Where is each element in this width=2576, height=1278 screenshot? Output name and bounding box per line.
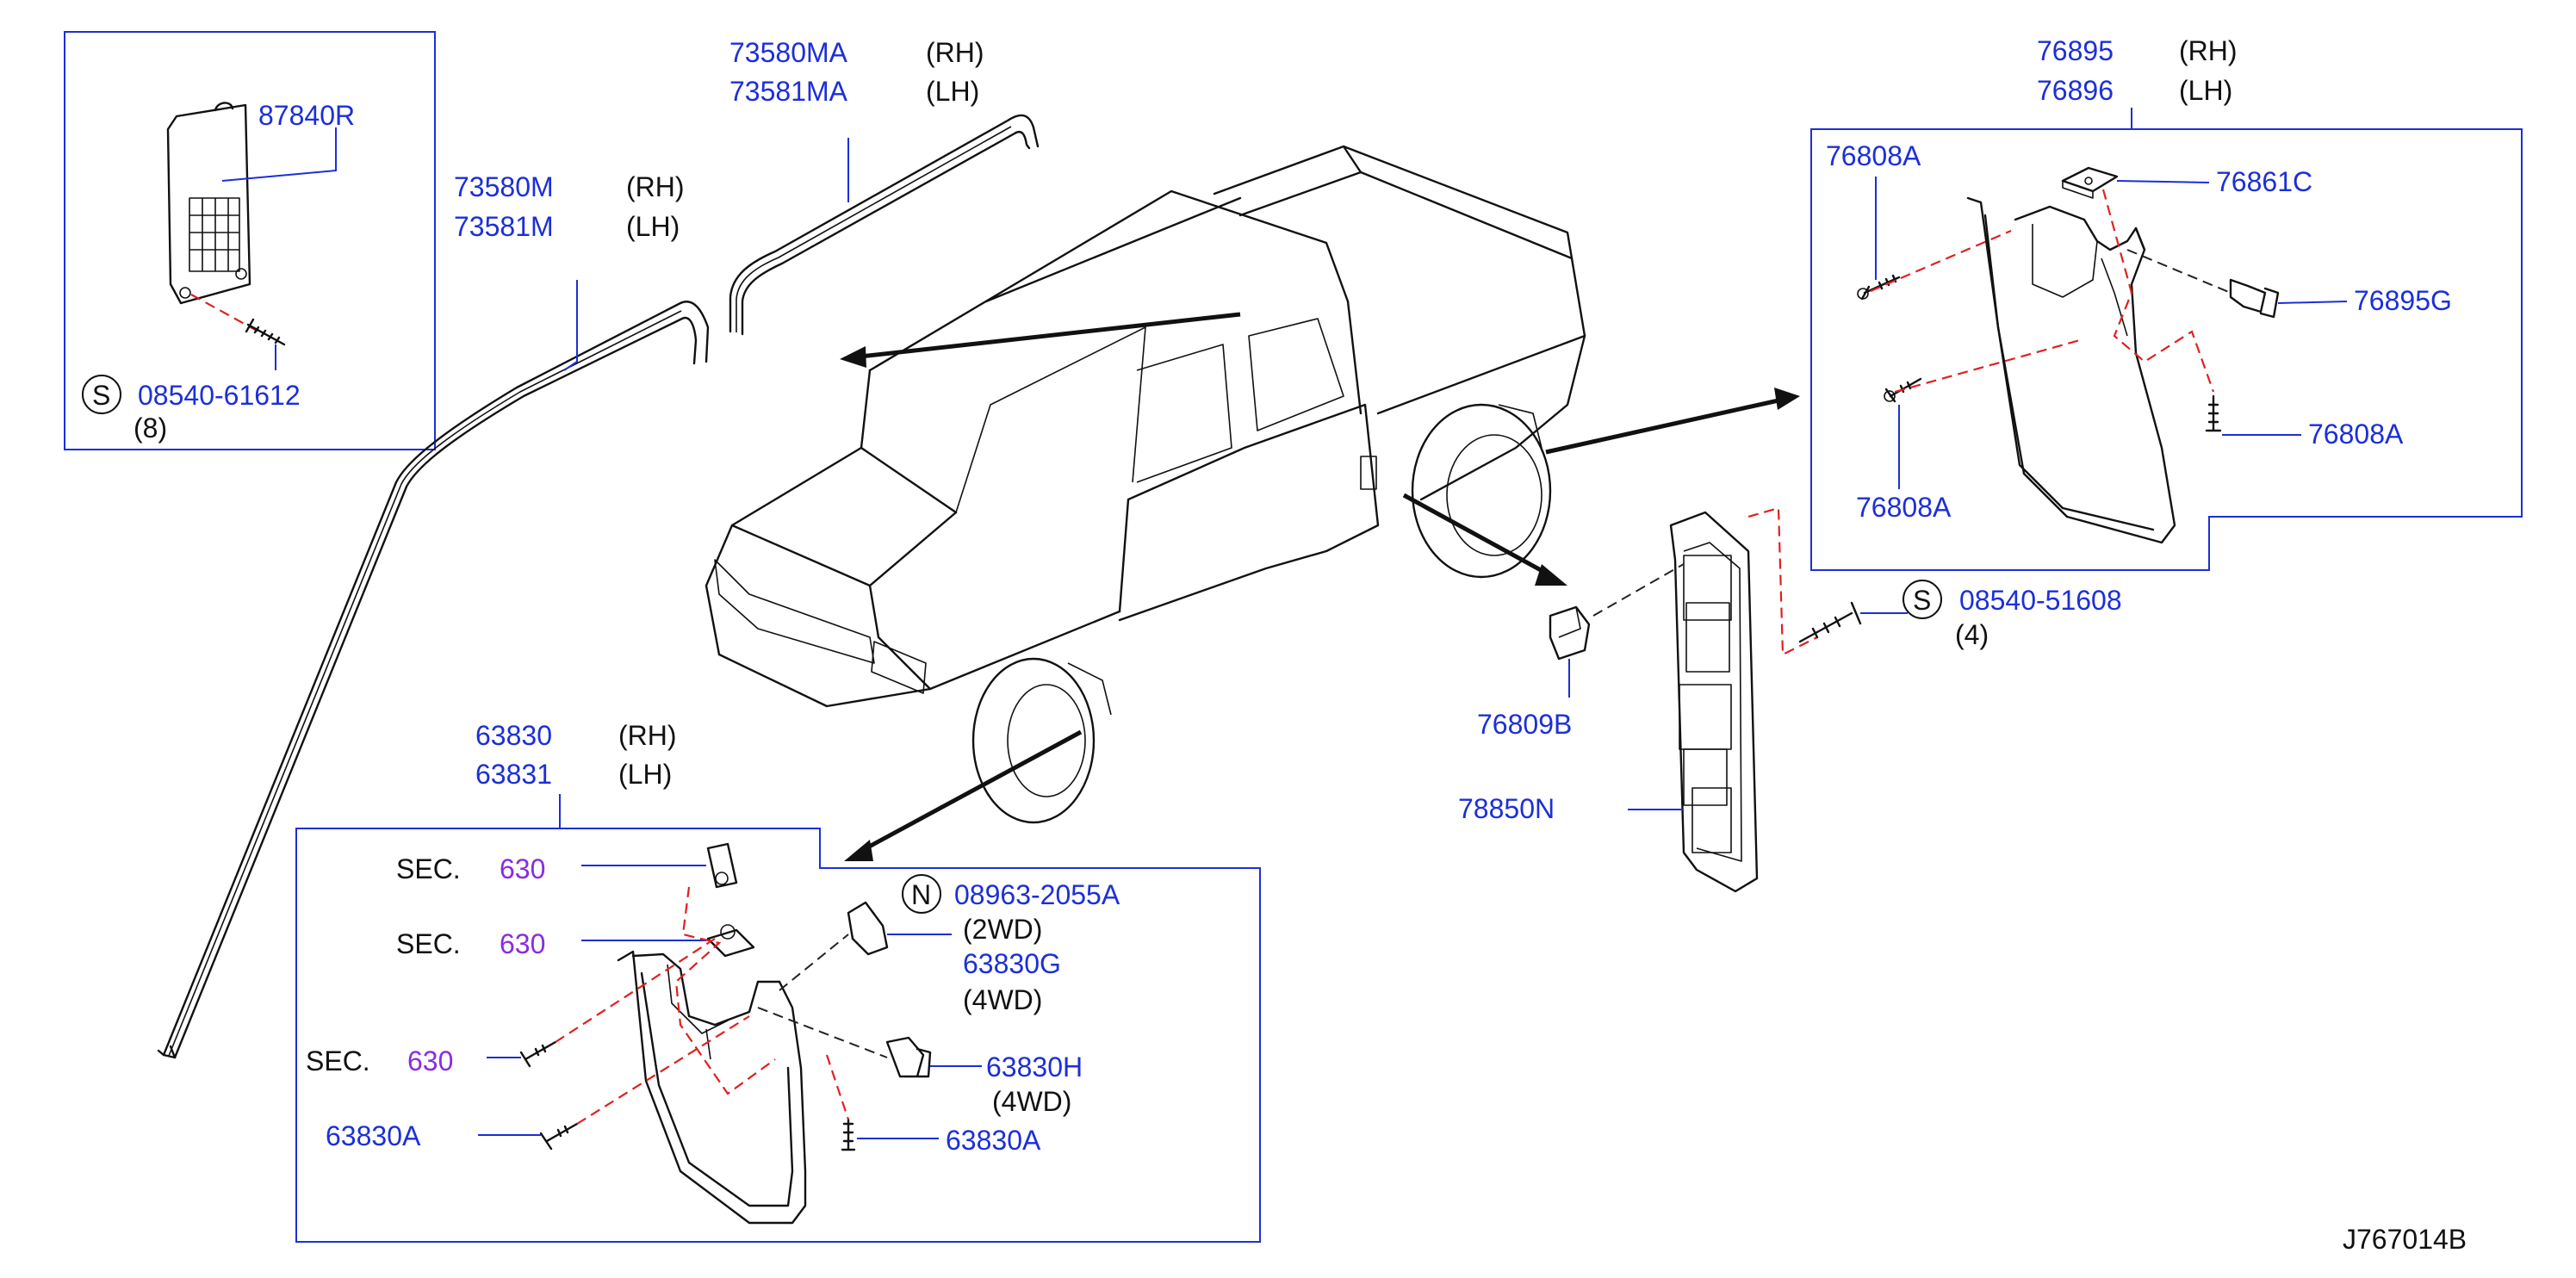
- guide-dash-bottom-1: [674, 886, 776, 1095]
- part-number-76895: 76895: [2037, 35, 2114, 66]
- leader-76895g: [2277, 301, 2348, 304]
- guide-dash-clip: [1592, 563, 1685, 617]
- screw-icon: [539, 1122, 579, 1151]
- part-number-63830g: 63830G: [963, 948, 1061, 979]
- part-number-76808a-top: 76808A: [1826, 140, 1921, 171]
- leader-87840r: [221, 127, 337, 182]
- lh-label-73581ma: (LH): [926, 76, 979, 107]
- part-number-63830h: 63830H: [986, 1052, 1083, 1083]
- mud-guard-front-drawing: [617, 950, 807, 1225]
- drive-2wd: (2WD): [963, 914, 1042, 945]
- guide-dash-clip-08963: [779, 934, 849, 991]
- part-number-73581m: 73581M: [454, 211, 554, 242]
- guide-dash-bottom-4: [825, 1054, 850, 1120]
- part-number-63830a-left: 63830A: [326, 1120, 421, 1151]
- lh-label-63831: (LH): [618, 759, 672, 790]
- badge-plate-drawing: [166, 102, 251, 305]
- inset-frame-bottom-left: [295, 828, 1261, 1243]
- n-circle-icon: [902, 874, 941, 914]
- section-label-2: SEC.: [396, 928, 461, 959]
- screw-icon: [245, 318, 286, 346]
- diagram-id: J767014B: [2343, 1224, 2467, 1255]
- part-number-76809b: 76809B: [1477, 709, 1572, 740]
- quantity-top-left: (8): [133, 413, 167, 444]
- rh-label-76895: (RH): [2179, 35, 2238, 66]
- rh-label-73580m: (RH): [626, 171, 685, 202]
- screw-icon: [2205, 394, 2222, 432]
- quantity-right: (4): [1955, 619, 1989, 650]
- section-label-1: SEC.: [396, 853, 461, 884]
- section-link-1[interactable]: 630: [500, 853, 545, 884]
- part-number-87840r: 87840R: [258, 100, 355, 131]
- leader-76861c: [2116, 180, 2210, 183]
- mud-guard-rear-drawing: [1966, 196, 2176, 544]
- part-number-76896: 76896: [2037, 75, 2114, 106]
- drip-moulding-front: [157, 301, 710, 1059]
- inset-frame-top-right: [1810, 128, 2523, 571]
- part-number-76808a-right: 76808A: [2308, 419, 2404, 450]
- part-number-08963-2055a: 08963-2055A: [954, 879, 1120, 910]
- part-number-screw-top-left: 08540-61612: [138, 380, 301, 411]
- pointer-arrows: [840, 312, 1800, 861]
- part-number-screw-right: 08540-51608: [1959, 585, 2122, 616]
- guide-dash-3: [2101, 189, 2215, 393]
- n-mark: N: [911, 879, 931, 910]
- s-circle-icon: [82, 375, 121, 414]
- lh-label-76896: (LH): [2179, 75, 2232, 106]
- s-mark-right: S: [1913, 585, 1931, 616]
- inset-mud-flap-badge: 87840R S 08540-61612 (8): [64, 31, 436, 450]
- grommet-63830h-icon: [885, 1036, 932, 1078]
- pickup-truck-drawing: [705, 145, 1586, 824]
- part-number-76895g: 76895G: [2354, 285, 2452, 316]
- part-number-76861c: 76861C: [2216, 166, 2312, 197]
- nut-plate-icon: [706, 924, 755, 958]
- screw-icon: [1857, 274, 1901, 301]
- guide-dash-badge: [190, 294, 259, 332]
- grommet-76895g-icon: [2229, 278, 2280, 319]
- nut-clip-icon: [706, 842, 738, 889]
- leader-73580m: [563, 280, 578, 371]
- screw-icon: [519, 1040, 557, 1068]
- guide-dash-1: [1870, 229, 2012, 293]
- part-number-73581ma: 73581MA: [729, 76, 848, 107]
- guide-dash-bottom-2: [555, 938, 716, 1043]
- guide-dash-sill: [1747, 506, 1818, 656]
- inset-frame-top-left: [64, 31, 436, 450]
- guide-dash-grommet-63830h: [757, 1007, 888, 1058]
- sill-cover-78850n-drawing: [1669, 511, 1759, 893]
- section-link-2[interactable]: 630: [500, 928, 545, 959]
- clip-76809b-icon: [1549, 605, 1591, 661]
- part-number-63830a-right: 63830A: [946, 1125, 1041, 1156]
- part-number-73580ma: 73580MA: [729, 37, 848, 68]
- section-link-3[interactable]: 630: [407, 1045, 453, 1076]
- part-number-63831: 63831: [475, 759, 552, 790]
- part-number-73580m: 73580M: [454, 171, 554, 202]
- clip-76861c-icon: [2061, 166, 2119, 199]
- part-number-63830: 63830: [475, 720, 552, 751]
- screw-icon: [1798, 601, 1862, 643]
- drip-moulding-rear: [729, 114, 1040, 336]
- drive-4wd-a: (4WD): [963, 984, 1042, 1015]
- rh-label-63830: (RH): [618, 720, 677, 751]
- guide-dash-bottom-3: [576, 1015, 750, 1125]
- drive-4wd-b: (4WD): [992, 1086, 1071, 1117]
- guide-dash-2: [1894, 338, 2081, 394]
- guide-dash-grommet: [2126, 249, 2231, 294]
- screw-icon: [1884, 377, 1922, 403]
- clip-08963-icon: [847, 901, 889, 956]
- part-number-78850n: 78850N: [1458, 793, 1555, 824]
- screw-icon: [841, 1118, 856, 1151]
- section-label-3: SEC.: [306, 1045, 370, 1076]
- s-circle-icon: [1903, 580, 1942, 619]
- lh-label-73581m: (LH): [626, 211, 680, 242]
- part-number-76808a-bottom: 76808A: [1856, 492, 1952, 523]
- s-mark-top-left: S: [92, 380, 110, 411]
- rh-label-73580ma: (RH): [926, 37, 984, 68]
